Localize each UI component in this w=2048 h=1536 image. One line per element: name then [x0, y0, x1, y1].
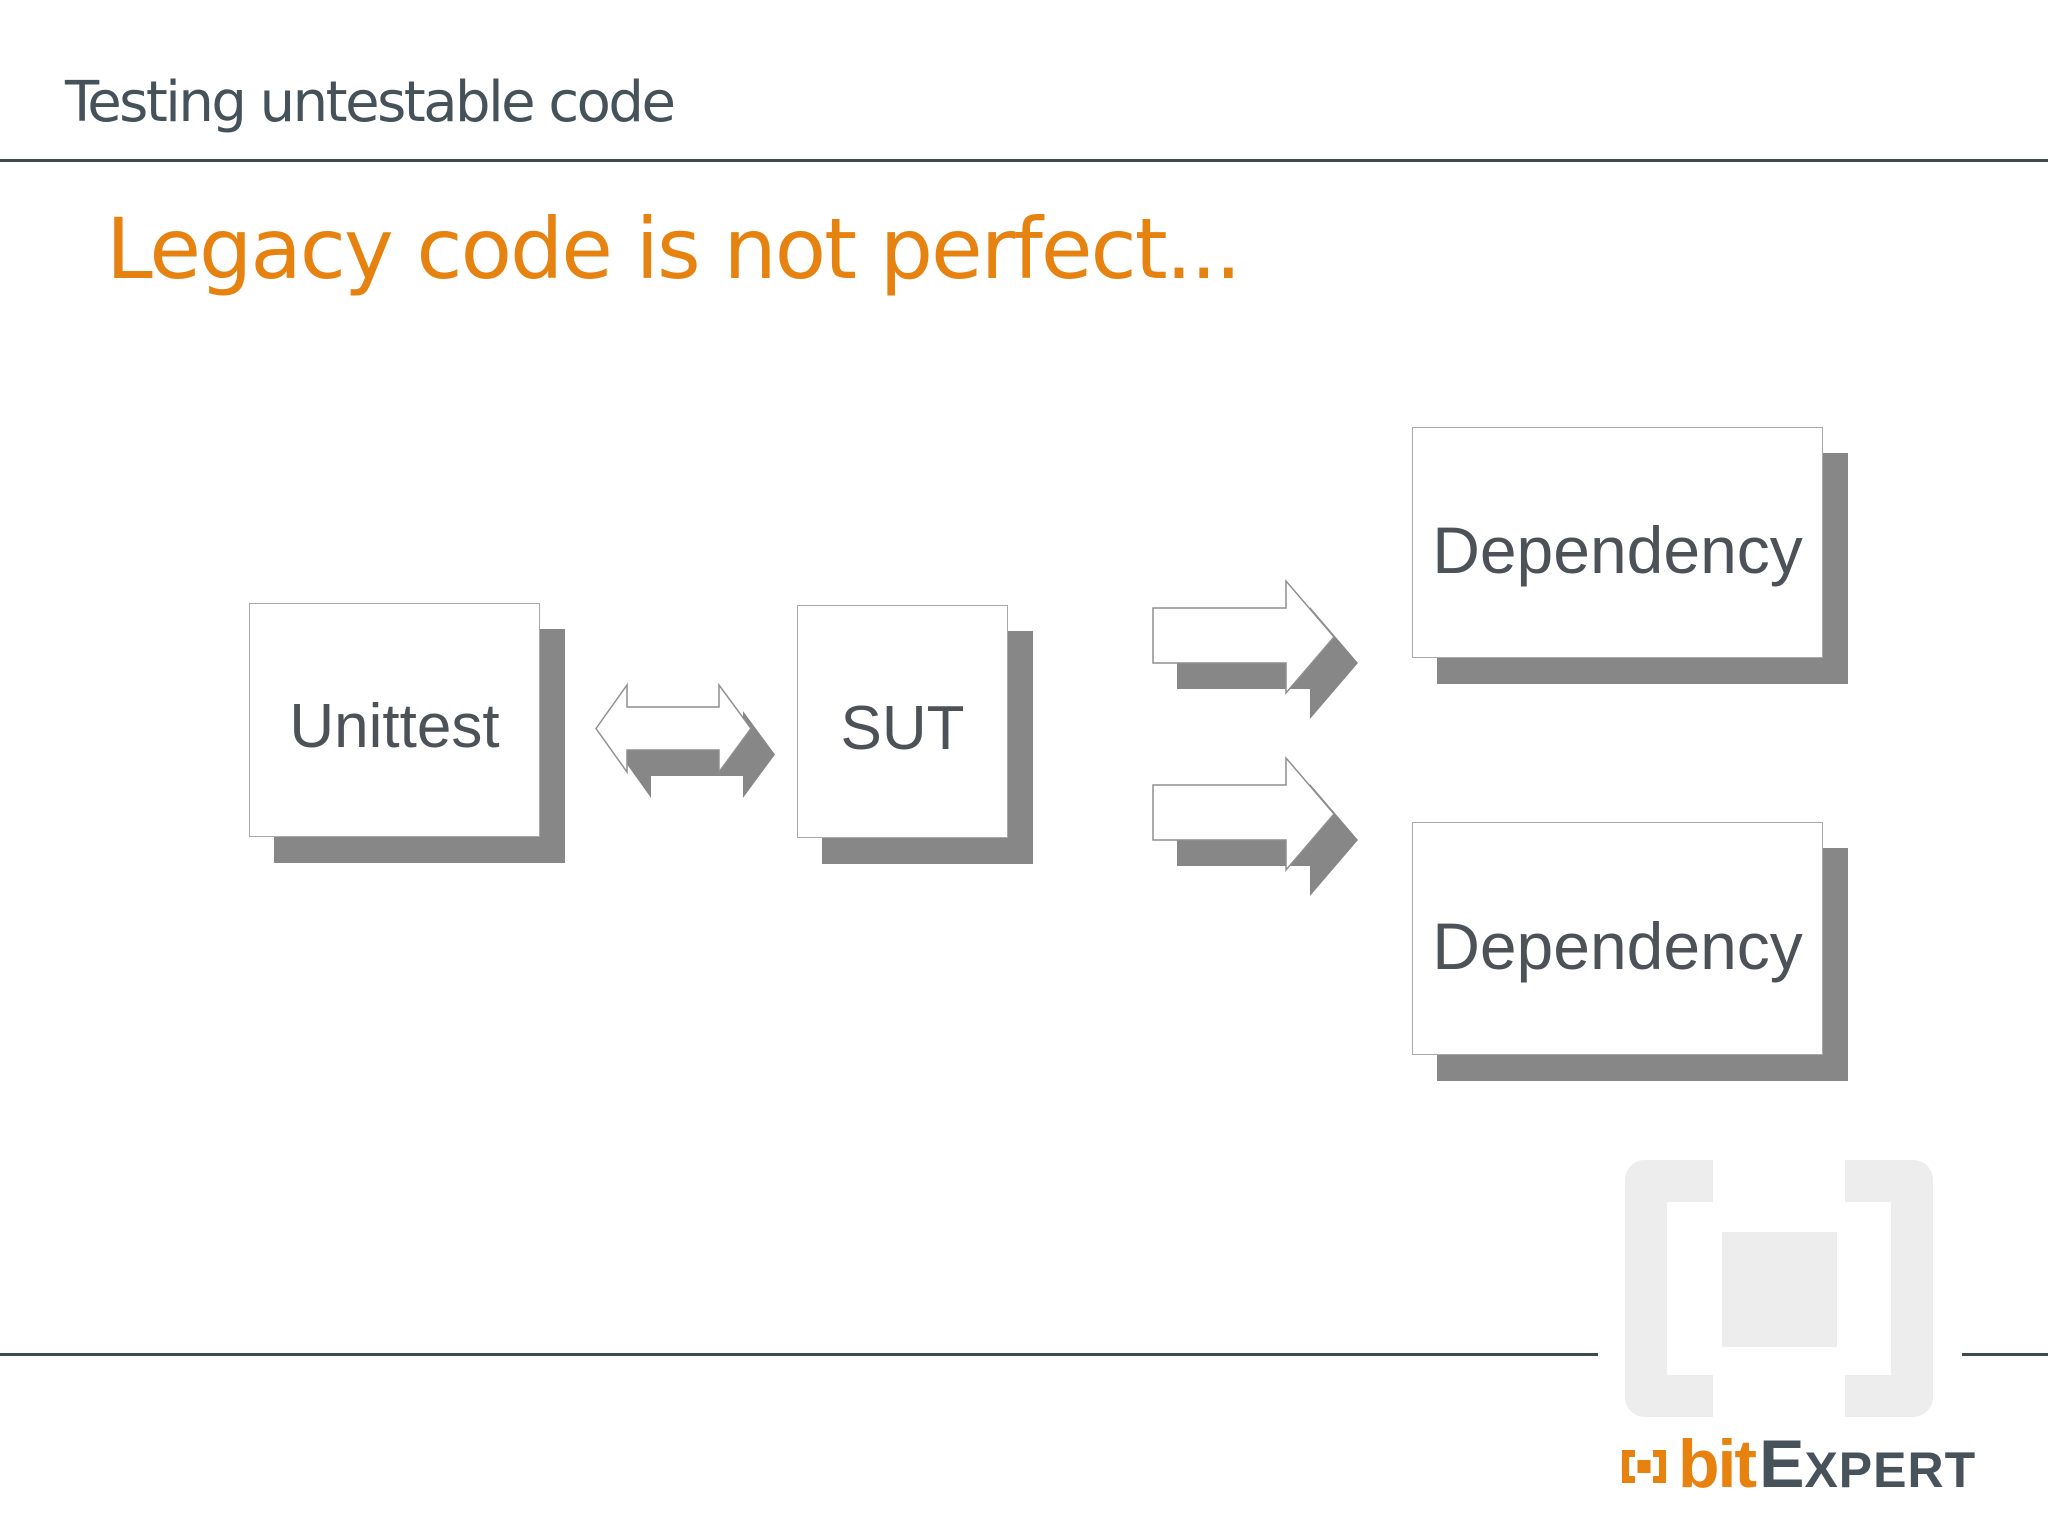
node-sut-label: SUT	[840, 693, 965, 763]
bitexpert-logo: bitEXPERT	[1622, 1430, 1976, 1498]
double-arrow-shadow	[620, 711, 775, 798]
logo-text-bit: bit	[1678, 1426, 1757, 1502]
double-arrow	[595, 682, 752, 775]
page-title: Testing untestable code	[65, 70, 676, 135]
bottom-divider	[0, 1353, 2048, 1356]
slide-heading: Legacy code is not perfect...	[106, 200, 1242, 298]
node-dependency-top: Dependency	[1412, 427, 1823, 658]
logo-text-expert-initial: E	[1759, 1426, 1805, 1502]
node-dependency-bottom-label: Dependency	[1432, 908, 1803, 983]
arrow-right-bottom	[1152, 755, 1335, 873]
node-unittest: Unittest	[249, 603, 540, 837]
node-dependency-top-label: Dependency	[1432, 512, 1803, 587]
arrow-right-bottom-shadow	[1177, 784, 1358, 896]
bracket-watermark-right-icon	[1845, 1160, 1933, 1417]
node-sut: SUT	[797, 605, 1008, 838]
bitexpert-bracket-icon	[1622, 1450, 1666, 1483]
bracket-watermark-left-icon	[1625, 1160, 1713, 1417]
arrow-right-top-shadow	[1177, 607, 1358, 719]
arrow-right-top	[1152, 578, 1335, 696]
node-dependency-bottom: Dependency	[1412, 822, 1823, 1055]
logo-text-expert-rest: XPERT	[1804, 1442, 1977, 1498]
node-unittest-label: Unittest	[289, 692, 500, 761]
top-divider	[0, 159, 2048, 162]
bracket-watermark-square-icon	[1722, 1232, 1837, 1347]
